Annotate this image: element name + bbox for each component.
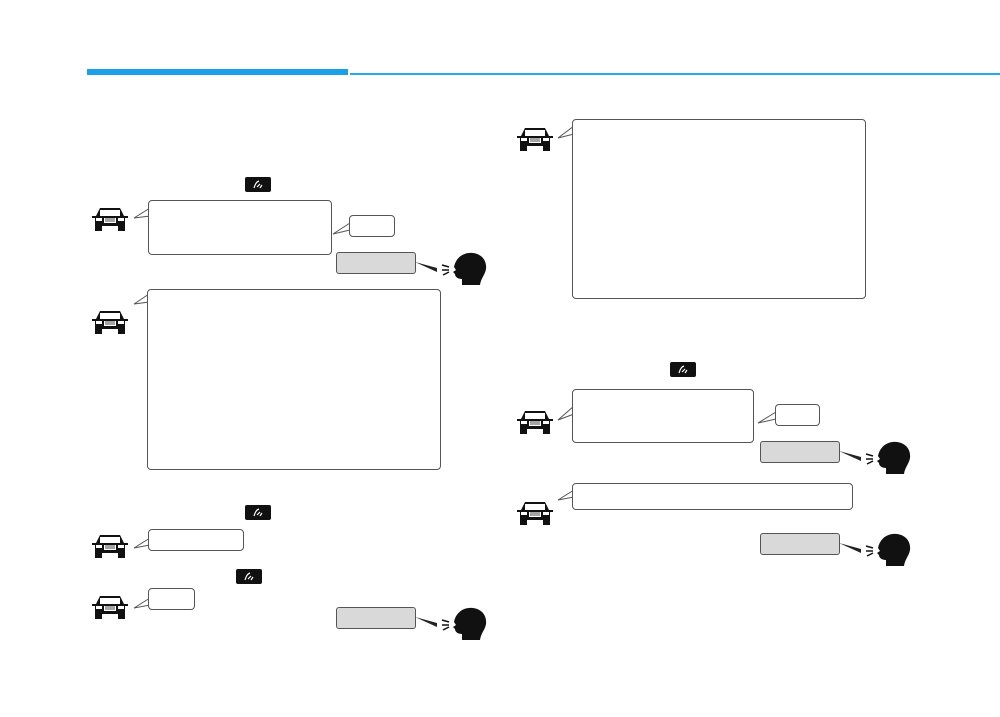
system-help-bubble [147, 289, 441, 470]
system-message-bubble [572, 483, 853, 510]
car-icon [515, 500, 555, 532]
user-response-box [760, 441, 840, 463]
speaking-head-icon [440, 604, 488, 647]
tail [332, 222, 351, 235]
user-response-box [336, 252, 416, 274]
system-prompt-bubble [148, 200, 332, 255]
steering-talk-button-icon [245, 177, 271, 192]
system-prompt-bubble [572, 389, 754, 443]
tail [415, 262, 437, 272]
system-short-bubble [148, 588, 195, 610]
speaking-head-icon [864, 530, 912, 573]
system-help-bubble [572, 119, 866, 299]
car-icon [90, 309, 130, 341]
car-icon [90, 533, 130, 565]
speaking-head-icon [440, 249, 488, 292]
steering-talk-button-icon [236, 569, 262, 584]
tail [839, 543, 861, 553]
tail [415, 617, 437, 627]
header-rule [350, 73, 1000, 75]
user-response-box [760, 533, 840, 555]
header-accent-bar [87, 69, 348, 75]
car-icon [90, 594, 130, 626]
car-icon [515, 409, 555, 441]
system-short-bubble [775, 404, 820, 426]
car-icon [515, 126, 555, 158]
tail [839, 451, 861, 461]
speaking-head-icon [864, 438, 912, 481]
user-response-box [336, 607, 416, 629]
steering-talk-button-icon [670, 362, 696, 377]
steering-talk-button-icon [245, 505, 271, 520]
tail [757, 411, 777, 424]
car-icon [90, 206, 130, 238]
system-message-bubble [148, 529, 244, 551]
system-short-bubble [349, 215, 395, 237]
